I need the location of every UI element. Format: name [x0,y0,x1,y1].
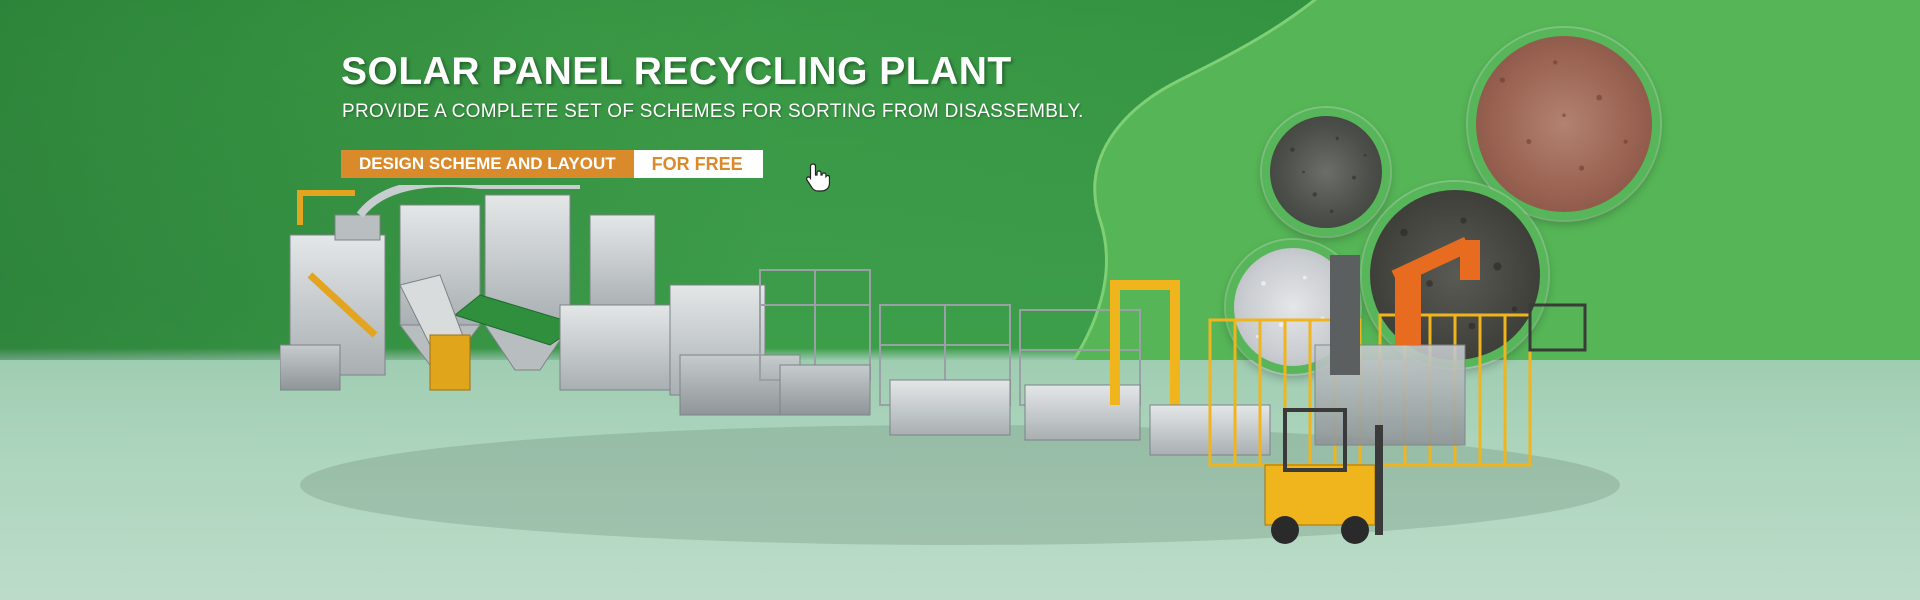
recycling-line-illustration [280,185,1620,545]
page-subtitle: PROVIDE A COMPLETE SET OF SCHEMES FOR SO… [342,101,1084,122]
hand-pointer-icon [805,163,830,192]
cta-design-scheme-button[interactable]: DESIGN SCHEME AND LAYOUT FOR FREE [341,150,763,178]
cta-label: DESIGN SCHEME AND LAYOUT [341,150,634,178]
page-title: SOLAR PANEL RECYCLING PLANT [341,50,1012,93]
material-sample-copper-powder [1468,28,1660,220]
material-sample-dark-granules [1262,108,1390,236]
cta-free-label: FOR FREE [633,150,763,178]
